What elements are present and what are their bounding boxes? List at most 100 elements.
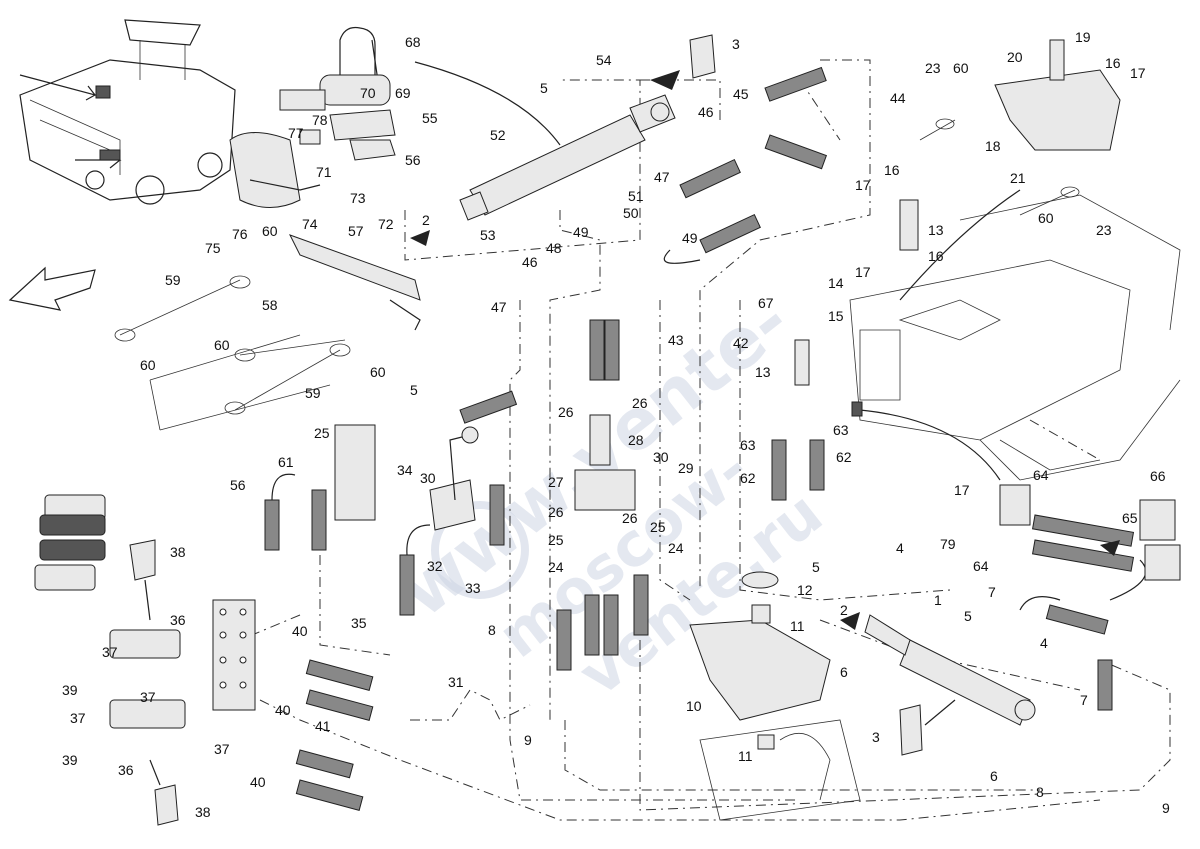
callout-40: 40 <box>250 774 266 790</box>
chassis-frame <box>849 194 1181 481</box>
callout-51: 51 <box>628 188 644 204</box>
callout-2: 2 <box>840 602 848 618</box>
callout-11: 11 <box>790 618 805 634</box>
callout-19: 19 <box>1075 29 1091 45</box>
callout-5: 5 <box>540 80 548 96</box>
bracket-plate <box>229 132 301 208</box>
callout-56: 56 <box>405 152 421 168</box>
callout-62: 62 <box>740 470 756 486</box>
callout-38: 38 <box>170 544 186 560</box>
callout-10: 10 <box>686 698 702 714</box>
callout-18: 18 <box>985 138 1001 154</box>
control-cables <box>114 118 1080 415</box>
callout-46: 46 <box>522 254 538 270</box>
callout-36: 36 <box>170 612 186 628</box>
callout-3: 3 <box>732 36 740 52</box>
callout-59: 59 <box>305 385 321 401</box>
callout-13: 13 <box>755 364 771 380</box>
callout-26: 26 <box>558 404 574 420</box>
callout-72: 72 <box>378 216 394 232</box>
machine-overview-sketch <box>19 19 236 205</box>
callout-7: 7 <box>988 584 996 600</box>
clip-icon <box>899 704 923 756</box>
callout-60: 60 <box>953 60 969 76</box>
callout-17: 17 <box>855 177 871 193</box>
callout-56: 56 <box>230 477 246 493</box>
callout-52: 52 <box>490 127 506 143</box>
callout-27: 27 <box>548 474 564 490</box>
callout-47: 47 <box>654 169 670 185</box>
callout-41: 41 <box>315 718 331 734</box>
callout-76: 76 <box>232 226 248 242</box>
valve-spool <box>589 414 611 466</box>
callout-21: 21 <box>1010 170 1026 186</box>
callout-67: 67 <box>758 295 774 311</box>
clip-icon <box>689 34 716 79</box>
callout-4: 4 <box>1040 635 1048 651</box>
callout-37: 37 <box>214 741 230 757</box>
arrow-icon <box>1100 540 1120 556</box>
callout-68: 68 <box>405 34 421 50</box>
callout-1: 1 <box>934 592 942 608</box>
callout-77: 77 <box>288 125 304 141</box>
curved-arrow-icon <box>899 189 1021 301</box>
callout-78: 78 <box>312 112 328 128</box>
curved-arrow-icon <box>859 409 1001 481</box>
marker-square <box>851 401 863 417</box>
solenoid-valves <box>34 494 186 729</box>
watermark-globe <box>431 501 529 599</box>
callout-62: 62 <box>836 449 852 465</box>
callout-53: 53 <box>480 227 496 243</box>
curved-arrow-icon <box>414 61 561 146</box>
callout-69: 69 <box>395 85 411 101</box>
callout-39: 39 <box>62 752 78 768</box>
hoses-left <box>264 473 505 811</box>
callout-35: 35 <box>351 615 367 631</box>
callout-17: 17 <box>855 264 871 280</box>
callout-7: 7 <box>1080 692 1088 708</box>
cylinder-13-lower <box>794 339 810 386</box>
callout-40: 40 <box>292 623 308 639</box>
callout-16: 16 <box>928 248 944 264</box>
callout-50: 50 <box>623 205 639 221</box>
callout-17: 17 <box>954 482 970 498</box>
callout-37: 37 <box>140 689 156 705</box>
callout-70: 70 <box>360 85 376 101</box>
callout-25: 25 <box>314 425 330 441</box>
callout-23: 23 <box>1096 222 1112 238</box>
callout-29: 29 <box>678 460 694 476</box>
hoses-right <box>999 484 1181 711</box>
callout-3: 3 <box>872 729 880 745</box>
callout-20: 20 <box>1007 49 1023 65</box>
callout-58: 58 <box>262 297 278 313</box>
callout-23: 23 <box>925 60 941 76</box>
callout-60: 60 <box>370 364 386 380</box>
callout-33: 33 <box>465 580 481 596</box>
steering-cylinder-upper <box>279 26 396 161</box>
callout-8: 8 <box>488 622 496 638</box>
callout-60: 60 <box>140 357 156 373</box>
main-cylinder-52 <box>459 94 676 221</box>
link-bar-57 <box>288 234 421 301</box>
callout-71: 71 <box>316 164 332 180</box>
callout-24: 24 <box>668 540 684 556</box>
callout-9: 9 <box>524 732 532 748</box>
mounting-bracket-65 <box>1144 544 1181 581</box>
callout-13: 13 <box>928 222 944 238</box>
callout-60: 60 <box>214 337 230 353</box>
callout-30: 30 <box>653 449 669 465</box>
callout-61: 61 <box>278 454 294 470</box>
callout-32: 32 <box>427 558 443 574</box>
callout-47: 47 <box>491 299 507 315</box>
pivot-bracket-10 <box>689 571 861 821</box>
callout-39: 39 <box>62 682 78 698</box>
callout-11: 11 <box>738 748 753 764</box>
callout-5: 5 <box>964 608 972 624</box>
callout-63: 63 <box>833 422 849 438</box>
cylinder-1 <box>864 614 1036 726</box>
callout-30: 30 <box>420 470 436 486</box>
distributor-block <box>212 599 256 711</box>
callout-15: 15 <box>828 308 844 324</box>
callout-79: 79 <box>940 536 956 552</box>
callout-60: 60 <box>262 223 278 239</box>
